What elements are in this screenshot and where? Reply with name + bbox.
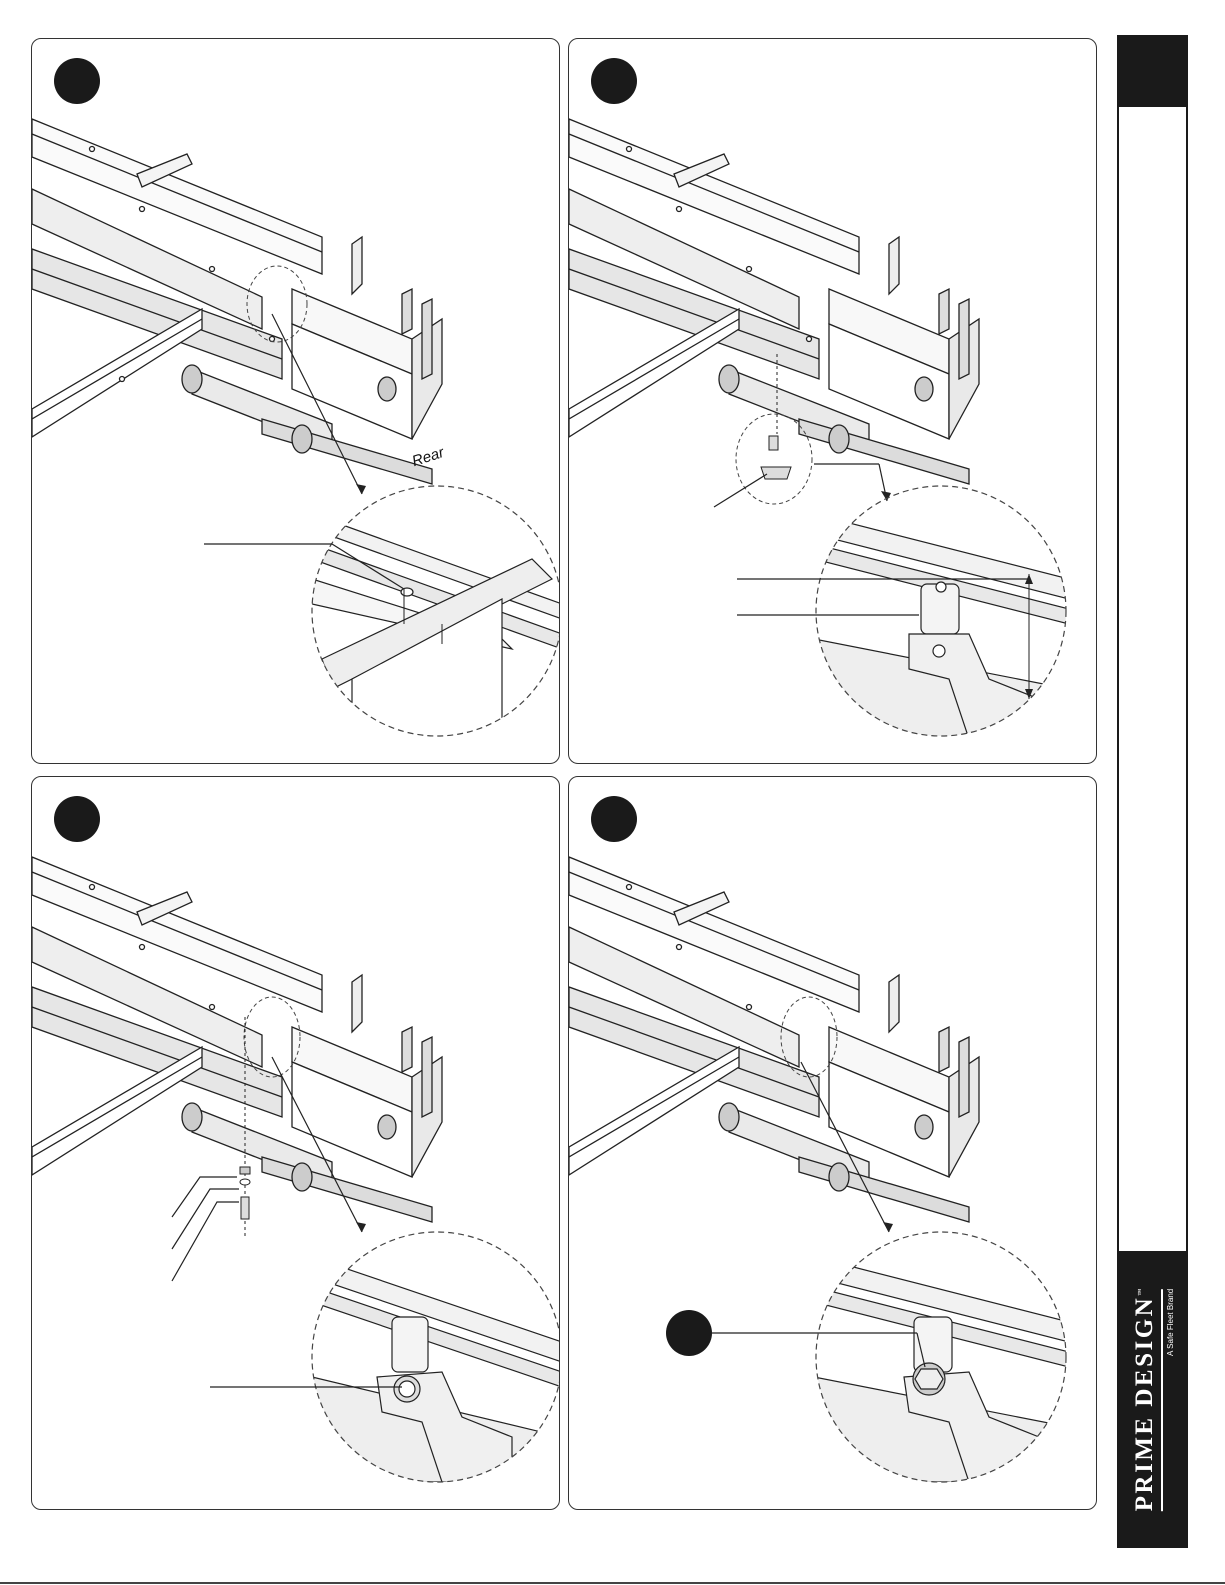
- brand-sidebar: PRIME DESIGN™ A Safe Fleet Brand: [1117, 35, 1188, 1548]
- rack-assembly-illustration: [32, 39, 559, 763]
- step-panel-1: Rear: [31, 38, 560, 764]
- brand-block: PRIME DESIGN™ A Safe Fleet Brand: [1117, 1251, 1188, 1548]
- callout-badge: [666, 1310, 712, 1356]
- brand-name: PRIME DESIGN™: [1131, 1288, 1163, 1510]
- step-panel-2: [568, 38, 1097, 764]
- sidebar-header-block: [1117, 35, 1188, 107]
- rack-assembly-illustration: [569, 777, 1096, 1509]
- step-panel-3: [31, 776, 560, 1510]
- rack-assembly-illustration: [32, 777, 559, 1509]
- brand-logo: PRIME DESIGN™ A Safe Fleet Brand: [1131, 1288, 1175, 1510]
- footer-rule: [0, 1582, 1225, 1584]
- trademark-mark: ™: [1136, 1288, 1144, 1295]
- step-panel-4: [568, 776, 1097, 1510]
- rack-assembly-illustration: [569, 39, 1096, 763]
- brand-tagline: A Safe Fleet Brand: [1166, 1288, 1175, 1510]
